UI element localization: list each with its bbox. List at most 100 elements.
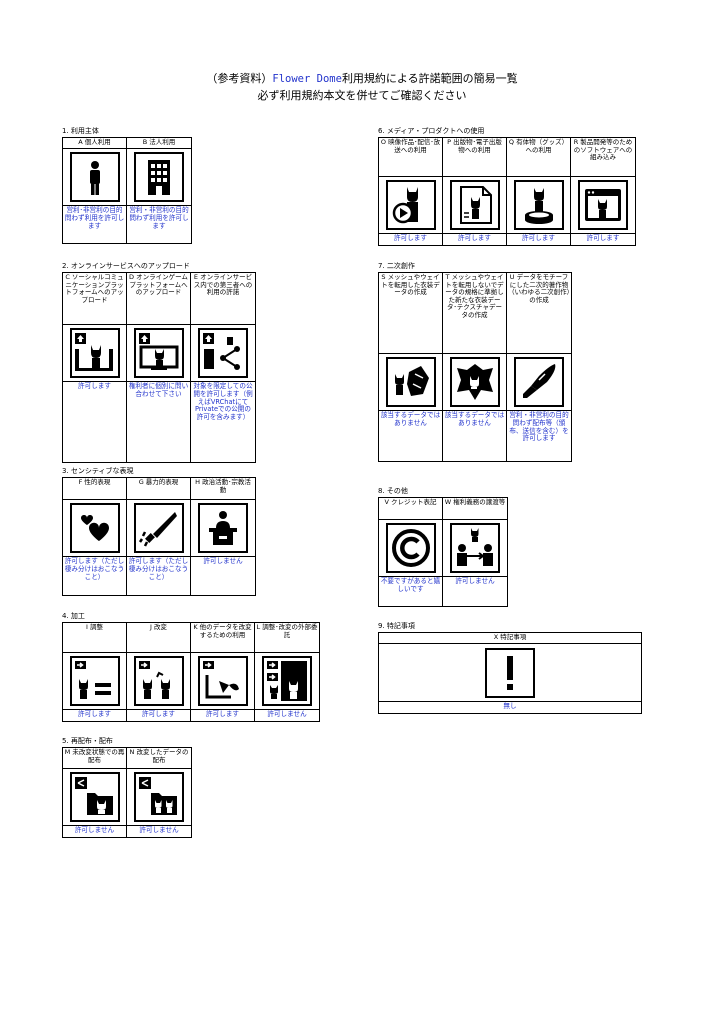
figure-icon — [513, 180, 564, 230]
title-prefix: （参考資料） — [206, 72, 273, 85]
section-usage-subject: 1. 利用主体 A 個人利用 営利･非営利の目的問わず利用を許可します B 法人… — [62, 127, 192, 244]
item-label: M 未改変状態での再配布 — [63, 748, 126, 769]
item-label: C ソーシャルコミュニケーションプラットフォームへのアップロード — [63, 273, 126, 325]
item-answer: 許可しません — [139, 826, 179, 834]
title-rest: 利用規約による許諾範囲の簡易一覧 — [341, 72, 518, 85]
item-answer: 許可します — [206, 710, 239, 718]
item-label: T メッシュやウェイトを転用しないでデータの規格に準拠した新たな衣装データ･テク… — [443, 273, 506, 354]
use-other-icon — [197, 656, 248, 706]
item-v: V クレジット表記 不要ですがあると嬉しいです — [379, 498, 443, 606]
item-l: L 調整･改変の外部委託 許可しません — [255, 623, 319, 721]
redistribute-icon — [69, 772, 120, 822]
item-g: G 暴力的表現 許可します（ただし棲み分けはおこなうこと） — [127, 478, 191, 595]
exclamation-icon — [485, 647, 535, 698]
section-title: 3. センシティブな表現 — [62, 467, 134, 475]
item-a: A 個人利用 営利･非営利の目的問わず利用を許可します — [63, 138, 127, 243]
section-other: 8. その他 V クレジット表記 不要ですがあると嬉しいです W 権利義務の譲渡… — [378, 487, 508, 607]
item-label: P 出版物･電子出版物への利用 — [443, 138, 506, 177]
section-processing: 4. 加工 I 調整 許可します J 改変 許可します K 他のデータを改変する… — [62, 612, 320, 722]
item-answer: 許可します（ただし棲み分けはおこなうこと） — [64, 557, 125, 581]
item-answer: 許可しません — [74, 826, 115, 834]
page-title: （参考資料）Flower Dome利用規約による許諾範囲の簡易一覧 — [0, 70, 724, 86]
item-b: B 法人利用 営利・非営利の目的問わず利用を許可します — [127, 138, 191, 243]
item-answer: 許可します — [522, 234, 555, 242]
section-title: 7. 二次創作 — [378, 262, 415, 270]
item-p: P 出版物･電子出版物への利用 許可します — [443, 138, 507, 245]
upload-game-icon — [133, 328, 184, 378]
item-answer: 許可します — [394, 234, 427, 242]
section-title: 8. その他 — [378, 487, 408, 495]
item-label: L 調整･改変の外部委託 — [255, 623, 319, 653]
item-label: W 権利義務の譲渡等 — [443, 498, 507, 520]
item-q: Q 有体物（グッズ）への利用 許可します — [507, 138, 571, 245]
item-answer: 営利･非営利の目的問わず利用を許可します — [64, 206, 125, 230]
section-media-product: 6. メディア・プロダクトへの使用 O 映像作品･配信･放送への利用 許可します… — [378, 127, 636, 246]
item-answer: 許可しません — [455, 577, 495, 585]
item-label: O 映像作品･配信･放送への利用 — [379, 138, 442, 177]
upload-avatar-icon — [69, 328, 120, 378]
item-n: N 改変したデータの配布 許可しません — [127, 748, 191, 837]
item-label: G 暴力的表現 — [127, 478, 190, 500]
section-title: 9. 特記事項 — [378, 622, 415, 630]
item-answer: 許可します — [78, 382, 111, 390]
item-answer: 許可しません — [267, 710, 307, 718]
item-answer: 権利者に個別に問い合わせて下さい — [128, 382, 189, 398]
section-title: 4. 加工 — [62, 612, 85, 620]
item-answer: 営利・非営利の目的問わず配布等（頒布、送信を含む）を許可します — [509, 411, 569, 443]
transfer-icon — [450, 523, 500, 573]
item-label: A 個人利用 — [63, 138, 126, 149]
item-s: S メッシュやウェイトを転用した衣装データの作成 該当するデータではありません — [379, 273, 443, 461]
item-label: H 政治活動･宗教活動 — [191, 478, 255, 500]
podium-icon — [198, 503, 248, 553]
item-j: J 改変 許可します — [127, 623, 191, 721]
modify-icon — [133, 656, 184, 706]
section-derivative: 7. 二次創作 S メッシュやウェイトを転用した衣装データの作成 該当するデータ… — [378, 262, 572, 462]
item-label: F 性的表現 — [63, 478, 126, 500]
section-title: 6. メディア・プロダクトへの使用 — [378, 127, 485, 135]
page-subtitle: 必ず利用規約本文を併せてご確認ください — [257, 89, 467, 102]
section-special-notes: 9. 特記事項 X 特記事項 無し — [378, 622, 642, 714]
item-answer: 対象を限定しての公開を許可します（例えばVRChatにてPrivateでの公開の… — [193, 382, 253, 422]
item-label: U データをモチーフにした二次的著作物（いわゆる二次創作）の作成 — [507, 273, 571, 354]
item-m: M 未改変状態での再配布 許可しません — [63, 748, 127, 837]
item-r: R 製品開発等のためのソフトウェアへの組み込み 許可します — [571, 138, 635, 245]
item-answer: 営利・非営利の目的問わず利用を許可します — [129, 206, 189, 230]
item-answer: 許可します — [586, 234, 620, 242]
outsource-icon — [262, 656, 312, 706]
section-title: 1. 利用主体 — [62, 127, 99, 135]
item-label: R 製品開発等のためのソフトウェアへの組み込み — [571, 138, 635, 177]
distribute-modified-icon — [134, 772, 184, 822]
item-d: D オンラインゲームプラットフォームへのアップロード 権利者に個別に問い合わせて… — [127, 273, 191, 462]
knife-icon — [133, 503, 184, 553]
section-sensitive: 3. センシティブな表現 F 性的表現 許可します（ただし棲み分けはおこなうこと… — [62, 467, 256, 596]
item-answer: 許可します（ただし棲み分けはおこなうこと） — [128, 557, 189, 581]
video-icon — [385, 180, 436, 230]
item-label: N 改変したデータの配布 — [127, 748, 191, 769]
person-icon — [69, 152, 120, 202]
adjust-icon — [69, 656, 120, 706]
software-icon — [578, 180, 628, 230]
item-answer: 該当するデータではありません — [380, 411, 441, 427]
item-answer: 無し — [503, 702, 517, 710]
item-answer: 該当するデータではありません — [444, 411, 505, 427]
pen-icon — [514, 357, 564, 407]
item-answer: 許可します — [142, 710, 175, 718]
item-e: E オンラインサービス内での第三者への利用の許諾 対象を限定しての公開を許可しま… — [191, 273, 255, 462]
item-label: E オンラインサービス内での第三者への利用の許諾 — [191, 273, 255, 325]
item-answer: 不要ですがあると嬉しいです — [380, 577, 441, 593]
item-w: W 権利義務の譲渡等 許可しません — [443, 498, 507, 606]
texture-icon — [449, 357, 500, 407]
item-label: S メッシュやウェイトを転用した衣装データの作成 — [379, 273, 442, 354]
item-label: I 調整 — [63, 623, 126, 653]
item-i: I 調整 許可します — [63, 623, 127, 721]
item-o: O 映像作品･配信･放送への利用 許可します — [379, 138, 443, 245]
item-label: D オンラインゲームプラットフォームへのアップロード — [127, 273, 190, 325]
document-icon — [449, 180, 500, 230]
item-label: B 法人利用 — [127, 138, 191, 149]
item-label: V クレジット表記 — [379, 498, 442, 520]
item-label: J 改変 — [127, 623, 190, 653]
item-label: K 他のデータを改変するための利用 — [191, 623, 254, 653]
item-u: U データをモチーフにした二次的著作物（いわゆる二次創作）の作成 営利・非営利の… — [507, 273, 571, 461]
section-redistribution: 5. 再配布・配布 M 未改変状態での再配布 許可しません N 改変したデータの… — [62, 737, 192, 838]
section-online-upload: 2. オンラインサービスへのアップロード C ソーシャルコミュニケーションプラッ… — [62, 262, 256, 463]
